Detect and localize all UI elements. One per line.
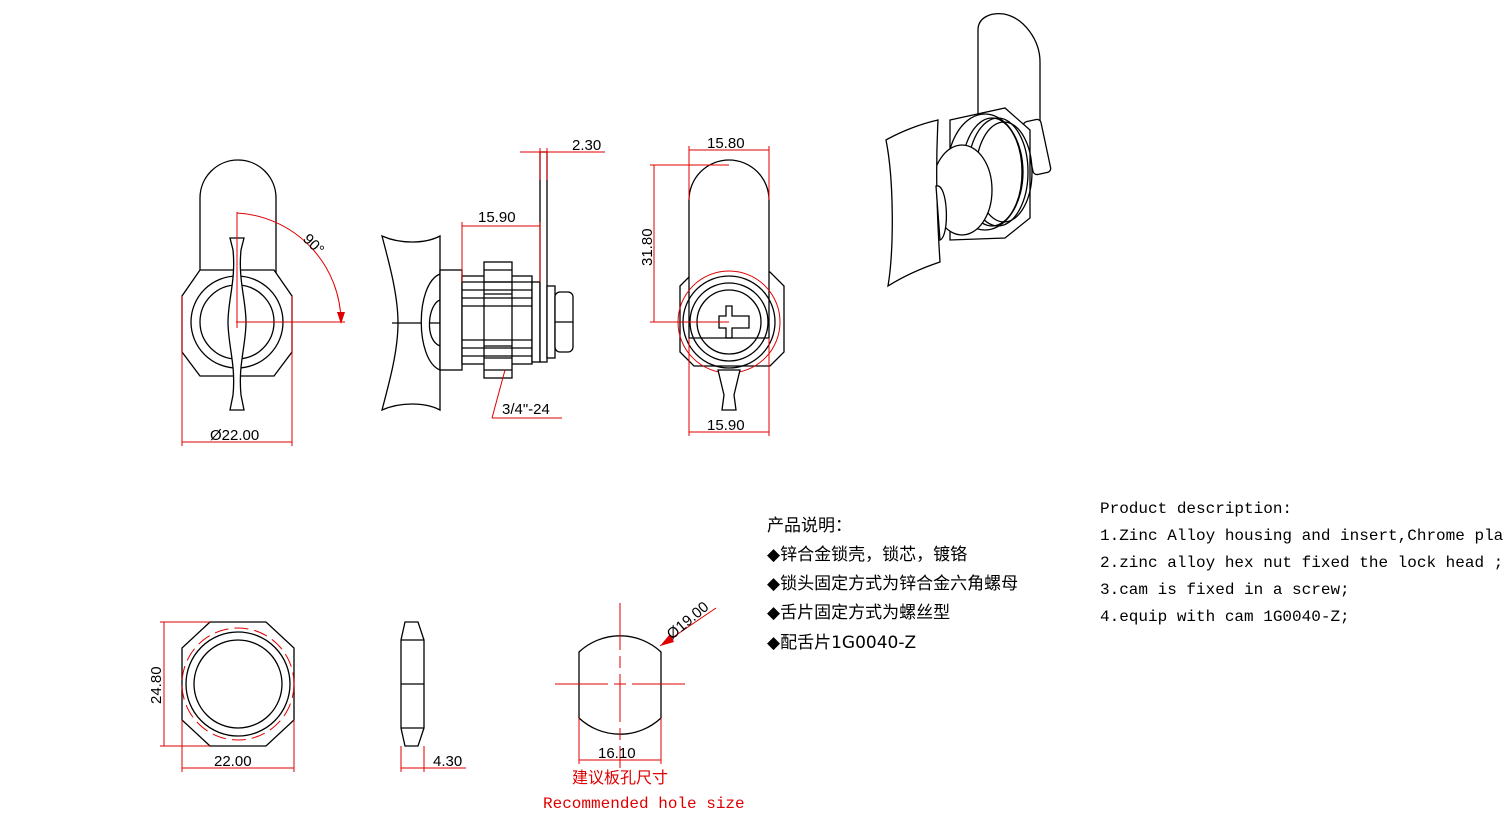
hole-flat-label: 16.10 bbox=[598, 745, 636, 762]
nut-height-label: 24.80 bbox=[148, 666, 165, 704]
nut-thickness-label: 4.30 bbox=[433, 753, 462, 770]
hole-caption-cn: 建议板孔尺寸 bbox=[572, 768, 668, 787]
hole-caption-en: Recommended hole size bbox=[543, 795, 745, 813]
cn-desc-item: ◆锌合金锁壳，锁芯，镀铬 bbox=[767, 545, 967, 565]
nut-front-view: 24.80 22.00 bbox=[148, 621, 295, 772]
body-length-label: 15.90 bbox=[478, 209, 516, 226]
isometric-view bbox=[885, 12, 1052, 288]
en-desc-title: Product description: bbox=[1100, 500, 1292, 518]
nut-side-view: 4.30 bbox=[400, 621, 466, 772]
thickness-label: 2.30 bbox=[572, 137, 601, 154]
cn-desc-item: ◆配舌片1G0040-Z bbox=[767, 633, 916, 653]
side-view: 2.30 15.90 3/4"-24 bbox=[381, 137, 605, 419]
front-view: 90° Ø22.00 bbox=[181, 159, 345, 446]
angle-label: 90° bbox=[299, 231, 327, 259]
cn-desc-title: 产品说明： bbox=[767, 516, 852, 536]
height-side-label: 31.80 bbox=[639, 228, 656, 266]
hole-diameter-label: Ø19.00 bbox=[664, 598, 713, 643]
cn-description: 产品说明： ◆锌合金锁壳，锁芯，镀铬 ◆锁头固定方式为锌合金六角螺母 ◆舌片固定… bbox=[767, 516, 1018, 653]
thread-label: 3/4"-24 bbox=[502, 401, 550, 418]
en-desc-item: 1.Zinc Alloy housing and insert,Chrome p… bbox=[1100, 527, 1504, 545]
cn-desc-item: ◆舌片固定方式为螺丝型 bbox=[767, 603, 950, 623]
nut-width-label: 22.00 bbox=[214, 753, 252, 770]
en-desc-item: 3.cam is fixed in a screw; bbox=[1100, 581, 1350, 599]
hole-view: Ø19.00 16.10 建议板孔尺寸 Recommended hole siz… bbox=[543, 598, 745, 813]
width-top-label: 15.80 bbox=[707, 135, 745, 152]
hex-diameter-label: Ø22.00 bbox=[210, 427, 259, 444]
cn-desc-item: ◆锁头固定方式为锌合金六角螺母 bbox=[767, 574, 1018, 594]
en-desc-item: 4.equip with cam 1G0040-Z; bbox=[1100, 608, 1350, 626]
en-desc-item: 2.zinc alloy hex nut fixed the lock head… bbox=[1100, 554, 1503, 572]
width-bottom-label: 15.90 bbox=[707, 417, 745, 434]
back-view: 15.80 31.80 15.90 bbox=[639, 135, 785, 436]
en-description: Product description: 1.Zinc Alloy housin… bbox=[1100, 500, 1504, 626]
